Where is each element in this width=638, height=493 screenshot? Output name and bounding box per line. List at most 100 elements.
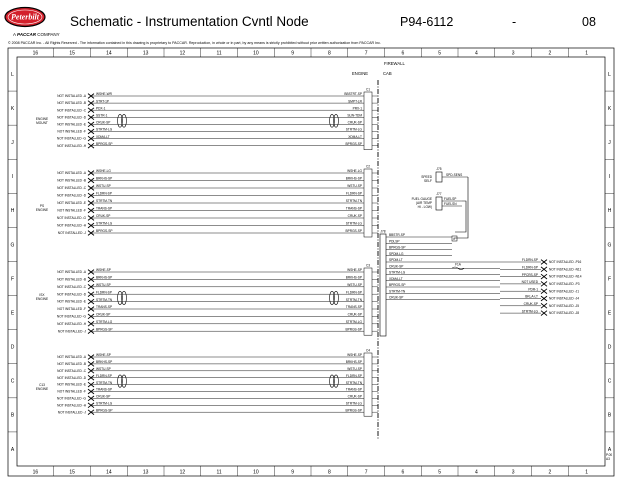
not-installed-tag: NOT INSTALLED -C [57, 108, 87, 112]
wire-label: STRTM-LG [96, 320, 113, 324]
sensor-label: SPEED [421, 175, 433, 179]
not-installed-tag: NOT INSTALLED -D [57, 292, 87, 296]
not-installed-tag: NOT INSTALLED -F [57, 209, 86, 213]
column-label-bottom: 1 [585, 470, 588, 476]
not-installed-x-marker [540, 303, 548, 309]
column-label-bottom: 13 [143, 470, 149, 476]
wire-label: STRTM-LG [389, 271, 406, 275]
not-installed-tag: NOT INSTALLED -D [57, 194, 87, 198]
column-label-bottom: 12 [180, 470, 186, 476]
wire-label: STRTM-TN [346, 199, 363, 203]
column-label-bottom: 10 [253, 470, 259, 476]
wire-label: CRUK-SP [96, 121, 110, 125]
twisted-pair-marker [121, 290, 127, 305]
wire-label: WSTU-SP [347, 367, 362, 371]
wire-label: STRTM-TN [96, 381, 113, 385]
not-installed-tag: NOT INSTALLED -G [57, 397, 87, 401]
x-stroke [540, 281, 548, 287]
not-installed-tag: NOT INSTALLED -B [57, 278, 86, 282]
wire-label: CRUK-SP [348, 121, 362, 125]
row-label-right: K [608, 106, 612, 112]
row-label-right: I [609, 174, 610, 180]
x-stroke [540, 259, 548, 265]
row-label-left: J [11, 140, 14, 146]
part-number: P94-6112 [400, 15, 453, 29]
twisted-pair-marker [121, 374, 127, 388]
connector-ref: C1 [366, 88, 370, 92]
row-label-right: G [608, 242, 612, 248]
wire-label: WSHE-SP [96, 353, 111, 357]
wire-label: FLDRN-SP [346, 374, 362, 378]
x-stroke [540, 295, 548, 302]
wire-label: WSTU-SP [347, 184, 362, 188]
not-installed-tag: NOT INSTALLED -H [57, 322, 87, 326]
connector-block [363, 352, 373, 417]
wire-label: WSTU-SP [96, 283, 111, 287]
row-label-right: D [608, 345, 612, 351]
not-installed-x-marker [540, 295, 548, 302]
not-installed-tag: NOT INSTALLED -H [57, 144, 87, 148]
wire-label: BPRGS-SP [346, 229, 362, 233]
fuse-label: F1A [455, 262, 462, 266]
not-installed-tag: NOT INSTALLED -H [57, 224, 87, 228]
not-installed-tag: NOT INSTALLED -N11 [549, 267, 581, 271]
wire-label: STRTM-TN [346, 381, 363, 385]
wire-label: SSTR-1 [96, 114, 108, 118]
wire-label: NOT USED [522, 280, 539, 284]
wire-label: CRUK-SP [389, 264, 403, 268]
column-label-bottom: 15 [69, 470, 75, 476]
row-label-right: F [608, 276, 611, 282]
wire-label: BRKHS-SP [346, 360, 362, 364]
wire-label: BPRGS-SP [346, 408, 362, 412]
firewall-label: FIREWALL [384, 61, 405, 66]
not-installed-tag: NOT INSTALLED -A [57, 94, 87, 98]
wire-label: FLDRN-SP [346, 192, 362, 196]
column-label-top: 16 [33, 51, 39, 57]
wire-label: BPRGS-SP [96, 142, 112, 146]
wire-label: CRUK-SP [524, 302, 538, 306]
not-installed-x-marker [540, 273, 548, 280]
sensor-ref: J75 [436, 167, 441, 171]
x-stroke [540, 288, 548, 294]
wire-label: FLDRN-SP [346, 290, 362, 294]
wire-label: WSTU-SP [347, 283, 362, 287]
twisted-pair-marker [117, 114, 123, 128]
wire-label: WSHE-SP [347, 268, 362, 272]
row-label-left: C [11, 379, 15, 385]
column-label-top: 9 [291, 51, 294, 57]
group-label: C13 [39, 383, 45, 387]
wire-label: CRUK-SP [348, 395, 362, 399]
column-label-top: 7 [365, 51, 368, 57]
wire-label: BPRGS-SP [96, 229, 112, 233]
wire-label: XDMA-LT [348, 135, 362, 139]
column-label-bottom: 7 [365, 470, 368, 476]
wire-label: STRTM-LG [96, 222, 113, 226]
node-ref: J78 [380, 230, 385, 234]
wire-label: SPDM-LT [389, 258, 403, 262]
wire-label: PDX-1 [96, 106, 106, 110]
wire-label: STRTM-LG [96, 128, 113, 132]
row-label-left: E [11, 310, 15, 316]
group-label: PS [40, 204, 44, 208]
wire-label: BRKHS-SP [346, 276, 362, 280]
wire-label: STRTM-LG [346, 402, 363, 406]
wire-label: STRTM-TN [389, 289, 406, 293]
wire-label: STRTM-LG [346, 222, 363, 226]
not-installed-tag: NOT INSTALLED -J8 [549, 311, 579, 315]
wire-label: SLW-TDM [347, 114, 362, 118]
wire-label: WSHE-LG [96, 169, 111, 173]
